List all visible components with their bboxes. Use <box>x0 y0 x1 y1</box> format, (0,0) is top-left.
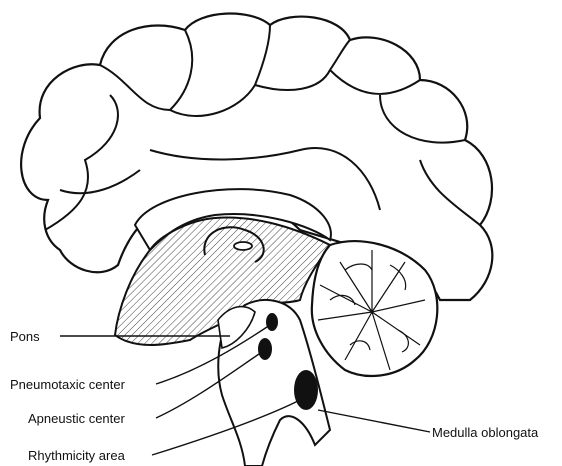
label-rhythmicity-area: Rhythmicity area <box>28 448 126 463</box>
interthalamic-adhesion <box>234 242 252 250</box>
pneumotaxic-center-marker <box>266 313 278 331</box>
label-medulla-oblongata: Medulla oblongata <box>432 425 539 440</box>
label-apneustic-center: Apneustic center <box>28 411 126 426</box>
apneustic-center-marker <box>258 338 272 360</box>
rhythmicity-area-marker <box>294 370 318 410</box>
label-pneumotaxic-center: Pneumotaxic center <box>10 377 126 392</box>
label-pons: Pons <box>10 329 40 344</box>
leader-medulla <box>318 410 430 432</box>
